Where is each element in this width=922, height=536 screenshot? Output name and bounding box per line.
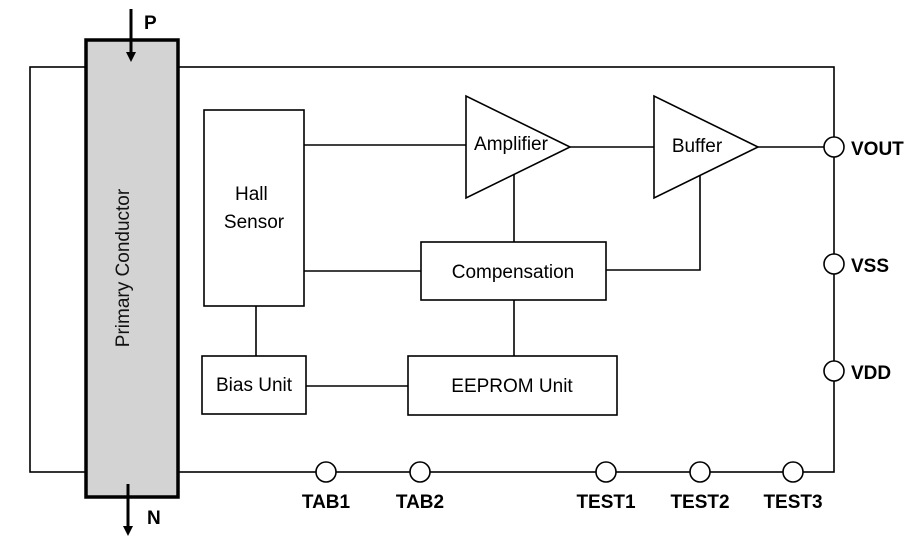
hall-sensor-label: Hall Sensor [224,184,285,233]
pin-test1 [595,461,617,483]
bias-unit-block [201,355,307,415]
primary-conductor-label: Primary Conductor [113,188,134,347]
hall-sensor-label-line2: Sensor [224,212,285,233]
buffer-block [653,94,760,200]
hall-sensor-block [203,109,305,307]
pin-test2-label: TEST2 [670,492,729,513]
buffer-label: Buffer [672,136,723,157]
pin-tab1-label: TAB1 [302,492,351,513]
amplifier-label: Amplifier [474,134,549,155]
eeprom-unit-label: EEPROM Unit [451,376,573,397]
pin-tab2-label: TAB2 [396,492,444,513]
pin-vss [823,253,845,275]
amplifier-block [465,94,572,200]
pin-test3 [782,461,804,483]
pin-tab1 [315,461,337,483]
pin-test2 [689,461,711,483]
eeprom-unit-block [407,355,618,416]
pin-vss-label: VSS [851,256,889,277]
pin-test1-label: TEST1 [576,492,636,513]
terminal-p-label: P [144,13,157,34]
hall-sensor-label-line1: Hall [235,184,268,205]
pin-vdd-label: VDD [851,363,891,384]
compensation-block [420,241,607,301]
pin-vdd [823,360,845,382]
bias-unit-label: Bias Unit [216,375,293,396]
pin-tab2 [409,461,431,483]
terminal-n-label: N [147,508,161,529]
pin-vout-label: VOUT [851,139,904,160]
pin-vout [823,136,845,158]
internal-wiring [255,144,824,387]
primary-conductor [84,38,180,499]
compensation-label: Compensation [452,262,575,283]
pin-test3-label: TEST3 [763,492,822,513]
wire-compensation-to-buffer [606,166,701,271]
